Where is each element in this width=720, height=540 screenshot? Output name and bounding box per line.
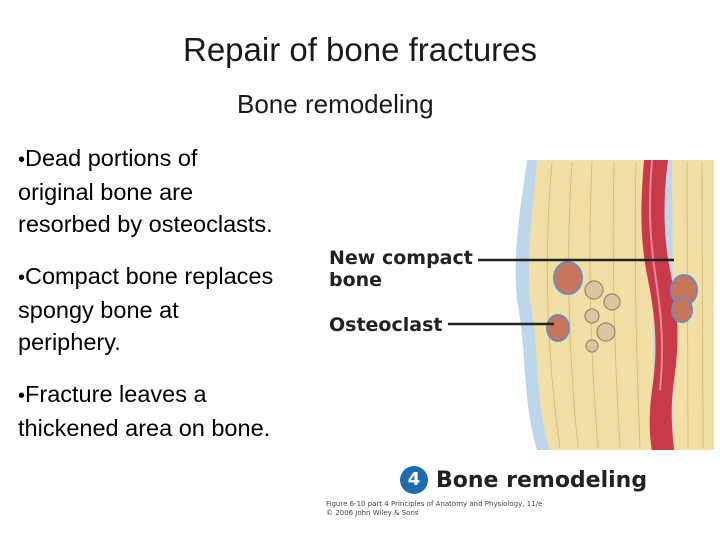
bullet-dot-icon: •: [18, 385, 25, 407]
bullet-text: Dead portions of original bone are resor…: [18, 145, 273, 237]
bullet-item: •Dead portions of original bone are reso…: [18, 142, 328, 240]
step-number-badge: 4: [400, 466, 428, 494]
bullet-list: •Dead portions of original bone are reso…: [18, 142, 328, 464]
slide-subtitle: Bone remodeling: [237, 88, 434, 120]
bone-illustration: [322, 150, 714, 460]
osteoclast-cell: [554, 262, 582, 294]
figure-caption: 4 Bone remodeling: [400, 466, 647, 494]
bullet-dot-icon: •: [18, 267, 25, 289]
osteoclast-cell: [547, 315, 569, 341]
bullet-text: Compact bone replaces spongy bone at per…: [18, 263, 273, 355]
slide-title: Repair of bone fractures: [0, 30, 720, 70]
label-new-compact-bone: New compact bone: [329, 247, 473, 291]
figure-credit: Figure 6-10 part 4 Principles of Anatomy…: [326, 500, 542, 518]
bullet-item: •Compact bone replaces spongy bone at pe…: [18, 260, 328, 358]
caption-text: Bone remodeling: [436, 468, 647, 493]
osteoclast-cell: [672, 298, 692, 322]
bullet-text: Fracture leaves a thickened area on bone…: [18, 381, 270, 441]
bullet-dot-icon: •: [18, 149, 25, 171]
bullet-item: •Fracture leaves a thickened area on bon…: [18, 378, 328, 444]
bone-remodeling-figure: New compact bone Osteoclast 4 Bone remod…: [322, 150, 714, 520]
label-osteoclast: Osteoclast: [329, 314, 442, 336]
